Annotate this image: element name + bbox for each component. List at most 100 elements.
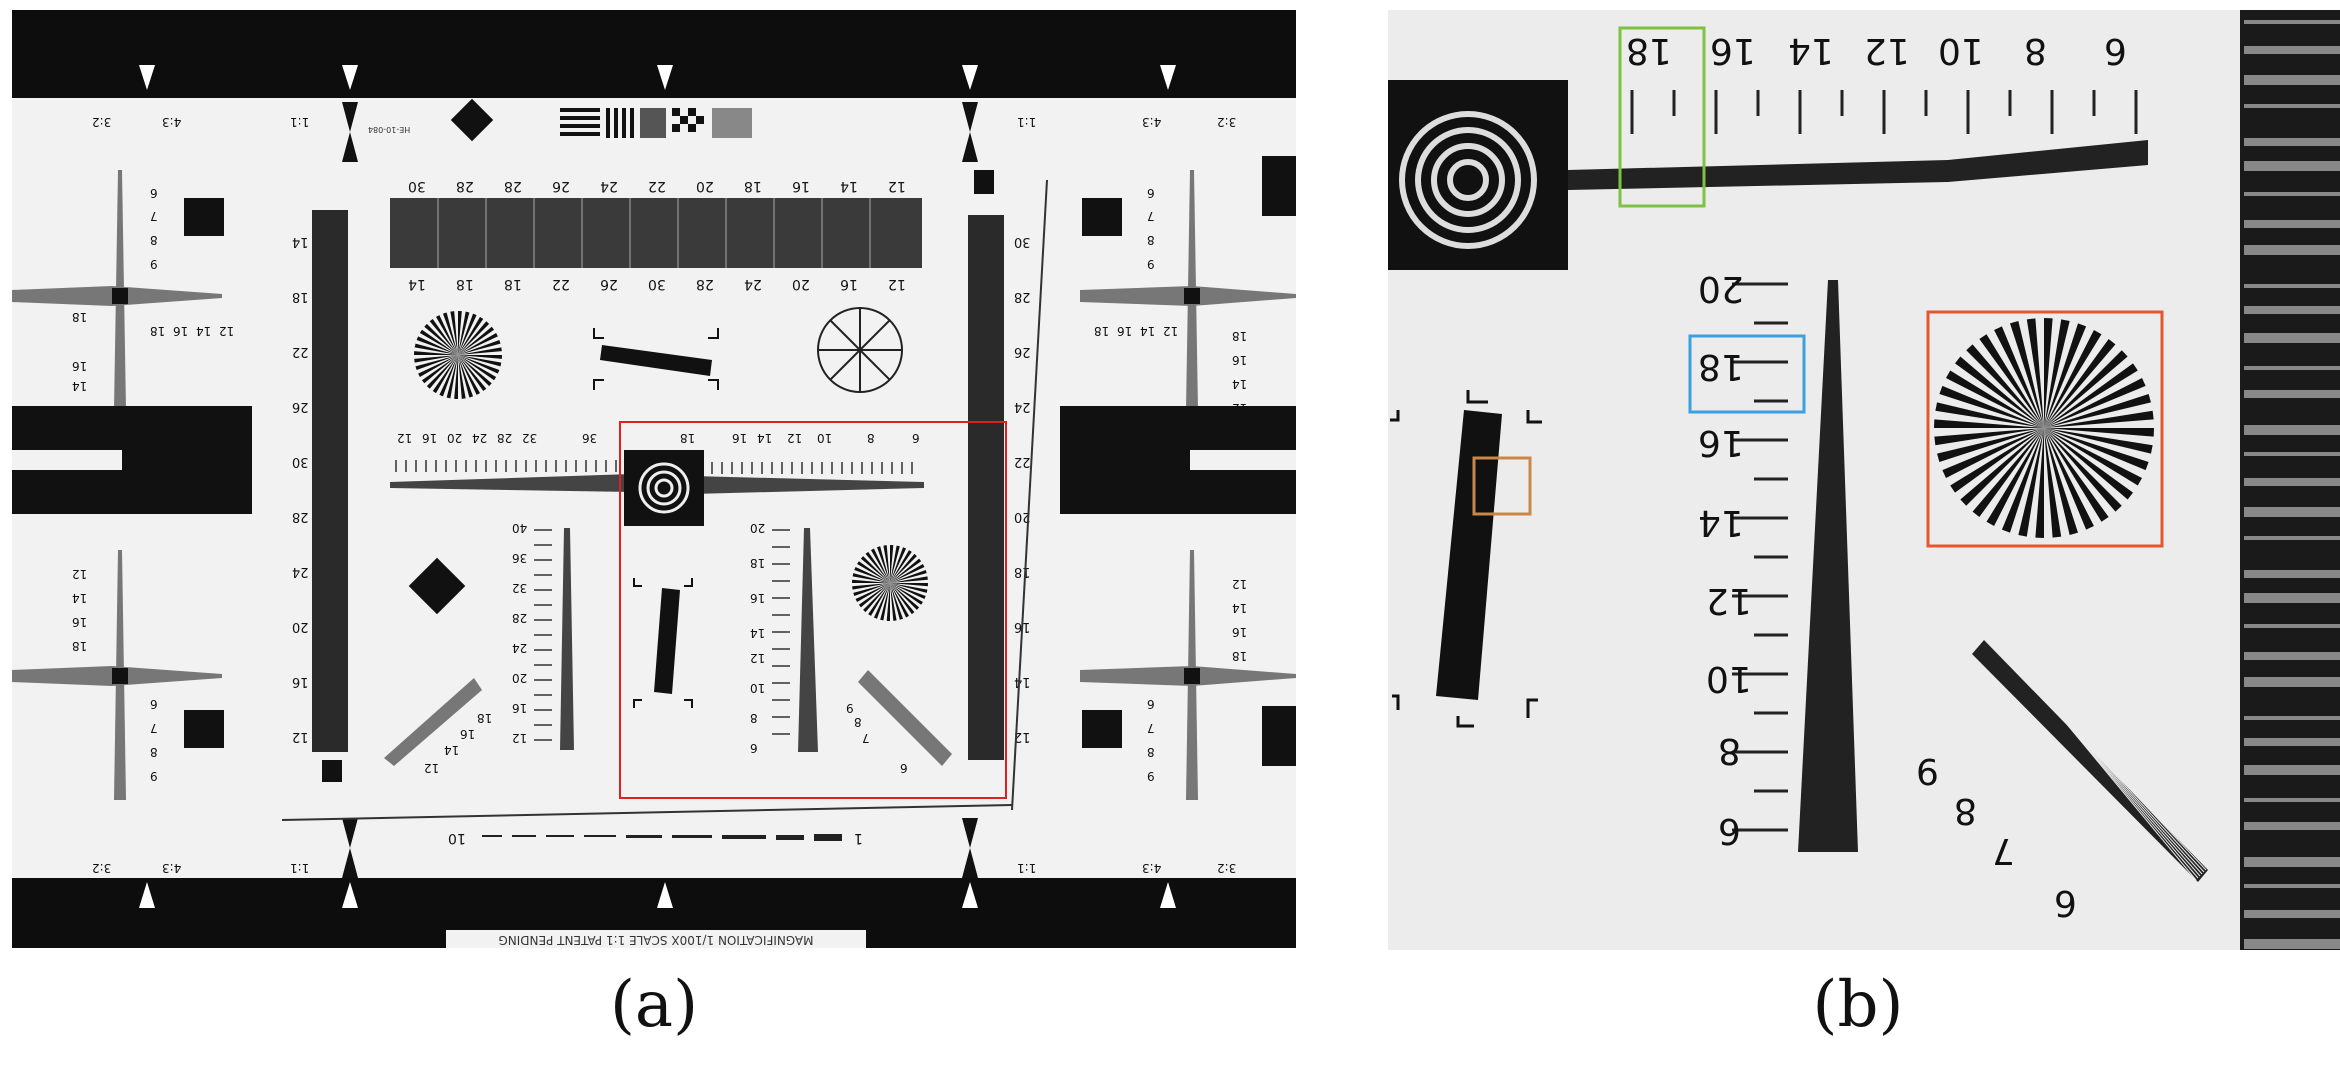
svg-text:6: 6 [900,761,908,775]
star-spoke [2044,394,2151,428]
star-spoke [852,573,890,583]
svg-text:26: 26 [552,178,570,194]
siemens-star-left [414,311,502,399]
star-spoke [852,579,890,583]
barcode-bar [2244,104,2340,108]
barcode-bar [2244,284,2340,288]
svg-text:20: 20 [512,671,527,685]
star-spoke [2044,323,2087,428]
svg-text:14: 14 [840,178,858,194]
star-spoke [1986,428,2044,527]
star-spoke [458,355,474,398]
star-spoke [458,355,502,367]
star-spoke [450,311,458,355]
corner-ratio-labels: 3:2 4:3 1:1 1:1 4:3 3:2 3:2 4:3 1:1 1:1 … [92,115,1236,875]
star-spoke [857,561,890,583]
h-wedge-left [390,474,632,492]
star-spoke [1950,428,2044,493]
left-vertical-bar-numbers: 14 18 22 26 30 28 24 20 16 12 [292,234,309,744]
barcode-bar [2244,652,2340,660]
star-spoke [877,546,890,583]
barcode-bar [2244,507,2340,517]
svg-text:28: 28 [292,509,309,524]
svg-text:16: 16 [422,431,437,445]
svg-text:12: 12 [888,178,906,194]
svg-text:16: 16 [732,431,747,445]
barcode-bar [2244,478,2340,486]
corner-label-3-2-tr: 3:2 [1217,115,1236,129]
top-scale-numbers: 18 16 14 12 10 8 6 [1626,30,2127,71]
svg-text:14: 14 [750,626,765,640]
star-spoke [1994,326,2044,428]
star-spoke [2035,428,2044,538]
star-spoke [414,343,458,355]
star-spoke [2044,428,2062,538]
star-spoke [2044,428,2094,530]
barcode-bar [2244,161,2340,171]
star-spoke [886,583,890,621]
svg-text:18: 18 [72,639,87,653]
star-spoke [419,329,458,355]
top-gray-bar-strip [390,198,922,268]
svg-text:9: 9 [1147,257,1155,271]
diag-numbers: 9 8 7 6 [1916,750,2077,923]
svg-text:18: 18 [504,276,522,292]
barcode-bar [2244,220,2340,228]
svg-text:18: 18 [750,556,765,570]
svg-text:14: 14 [408,276,426,292]
svg-text:14: 14 [1698,502,1744,543]
svg-text:40: 40 [512,521,527,535]
svg-text:26: 26 [292,399,309,414]
svg-text:20: 20 [1698,268,1744,309]
star-spoke [458,355,500,374]
svg-text:16: 16 [512,701,527,715]
star-spoke [858,583,890,608]
star-spoke [2044,378,2146,428]
svg-text:6: 6 [2054,882,2077,923]
slanted-bar-zoomed [1436,410,1502,700]
edge-bowtie-markers [342,102,978,878]
svg-text:6: 6 [2104,30,2127,71]
svg-text:18: 18 [1698,346,1744,387]
star-spoke [454,355,458,399]
barcode-bar [2244,939,2340,949]
corner-label-3-2-tl: 3:2 [92,115,111,129]
star-spoke [458,355,480,395]
svg-text:9: 9 [150,257,158,271]
svg-text:18: 18 [150,324,165,338]
center-ring-target-rings [638,462,690,514]
right-t-notch [1190,450,1296,470]
svg-text:32: 32 [522,431,537,445]
svg-text:12: 12 [1864,30,1910,71]
star-spoke [890,545,900,583]
corner-label-1-1-tl: 1:1 [290,115,309,129]
h-wedge-numbers: 12 16 20 24 28 32 36 18 16 14 12 10 8 6 [397,431,920,445]
svg-text:18: 18 [680,431,695,445]
star-spoke [2044,428,2149,471]
slanted-bar-red-box [654,588,680,694]
svg-text:12: 12 [750,651,765,665]
svg-text:9: 9 [1916,750,1939,791]
v-wedge-zoomed [1798,280,1858,852]
star-spoke [421,355,458,384]
star-spoke [458,333,498,355]
corner-label-1-1-bl: 1:1 [290,861,309,875]
corner-label-1-1-br: 1:1 [1017,861,1036,875]
svg-text:12: 12 [888,276,906,292]
barcode-bar [2244,624,2340,628]
svg-text:6: 6 [750,741,758,755]
svg-text:28: 28 [512,611,527,625]
svg-text:18: 18 [1626,30,1672,71]
small-header-text: HE-10-084 [368,125,410,134]
svg-text:30: 30 [648,276,666,292]
star-spoke [458,355,497,381]
bottom-ruler-left-label: 10 [448,830,466,846]
star-spoke [2044,363,2138,428]
svg-text:12: 12 [424,761,439,775]
star-spoke [1955,356,2044,428]
star-spoke [436,315,458,355]
star-spoke [2001,428,2044,533]
barcode-bar [2244,910,2340,918]
left-crosshair-top [12,170,224,410]
svg-text:16: 16 [1710,30,1756,71]
